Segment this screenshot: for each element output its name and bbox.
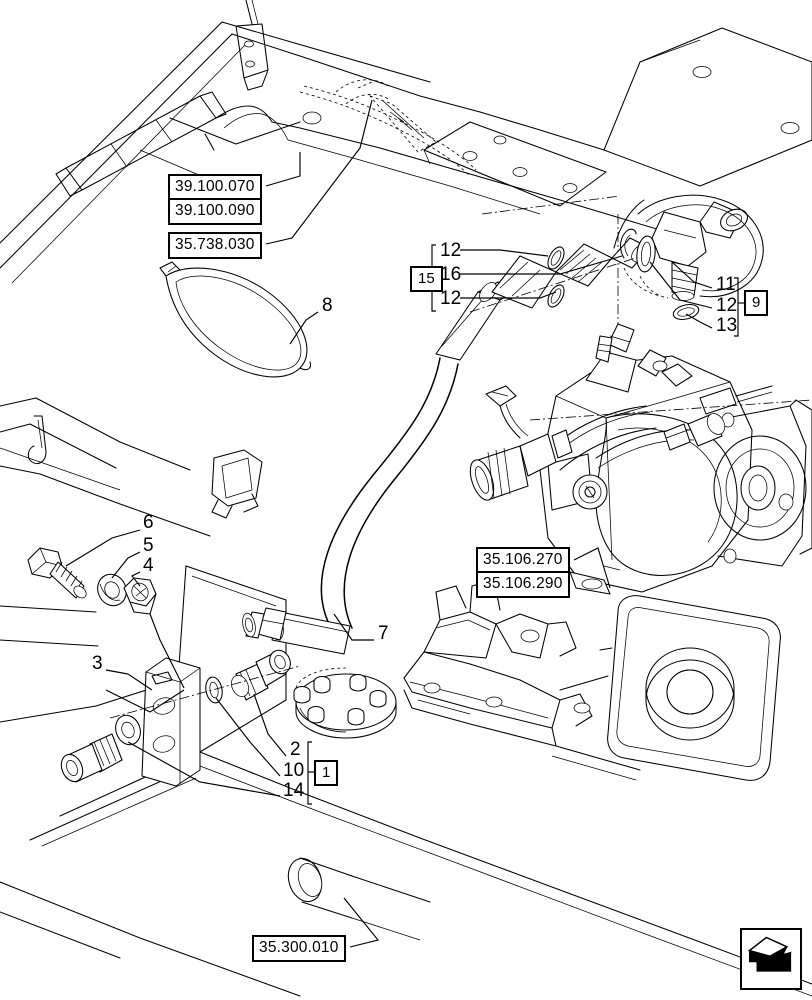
item-number-11[interactable]: 11 bbox=[716, 274, 736, 295]
bracket-plate-and-couplers-art bbox=[60, 649, 301, 787]
chassis-frame-upper bbox=[0, 0, 812, 332]
view-direction-arrow-icon bbox=[740, 928, 802, 990]
item-number-5[interactable]: 5 bbox=[143, 535, 154, 556]
piston-pump-assembly-art bbox=[469, 323, 812, 595]
reference-box-35-106-270[interactable]: 35.106.270 bbox=[476, 547, 570, 574]
item-number-16[interactable]: 16 bbox=[440, 264, 462, 285]
group-box-1[interactable]: 1 bbox=[314, 760, 339, 786]
hydraulic-hose-part bbox=[242, 281, 517, 655]
frame-bore-bottom bbox=[287, 857, 353, 919]
reference-box-39-100-070[interactable]: 39.100.070 bbox=[168, 174, 262, 201]
item-number-10[interactable]: 10 bbox=[283, 760, 305, 781]
leader-lines bbox=[65, 99, 744, 948]
hose-clamp-loop-part bbox=[159, 261, 311, 378]
group-box-9[interactable]: 9 bbox=[744, 290, 769, 316]
center-mount-bracket-art bbox=[403, 579, 641, 781]
bolt-washer-nut-art bbox=[27, 547, 157, 615]
item-number-7[interactable]: 7 bbox=[378, 623, 389, 644]
hidden-fitting-top bbox=[357, 81, 437, 153]
group-box-15[interactable]: 15 bbox=[410, 266, 443, 292]
item-number-3[interactable]: 3 bbox=[92, 653, 103, 674]
item-number-13[interactable]: 13 bbox=[716, 315, 738, 336]
rounded-cover-plate-art bbox=[559, 595, 781, 781]
union-fitting-group bbox=[469, 228, 700, 321]
item-number-14[interactable]: 14 bbox=[283, 780, 305, 801]
reference-box-39-100-090[interactable]: 39.100.090 bbox=[168, 198, 262, 225]
item-number-2[interactable]: 2 bbox=[290, 739, 301, 760]
elbow-fitting-group bbox=[613, 194, 764, 301]
item-number-12-right[interactable]: 12 bbox=[716, 295, 738, 316]
item-number-4[interactable]: 4 bbox=[143, 555, 154, 576]
item-number-8[interactable]: 8 bbox=[322, 295, 333, 316]
item-number-6[interactable]: 6 bbox=[143, 512, 154, 533]
item-number-12-upper[interactable]: 12 bbox=[440, 240, 462, 261]
bolted-flange-art bbox=[293, 667, 397, 739]
item-number-12-lower[interactable]: 12 bbox=[440, 288, 462, 309]
arrow-glyph bbox=[747, 936, 792, 972]
reference-box-35-106-290[interactable]: 35.106.290 bbox=[476, 571, 570, 598]
reference-box-35-738-030[interactable]: 35.738.030 bbox=[168, 232, 262, 259]
reference-box-35-300-010[interactable]: 35.300.010 bbox=[252, 935, 346, 962]
